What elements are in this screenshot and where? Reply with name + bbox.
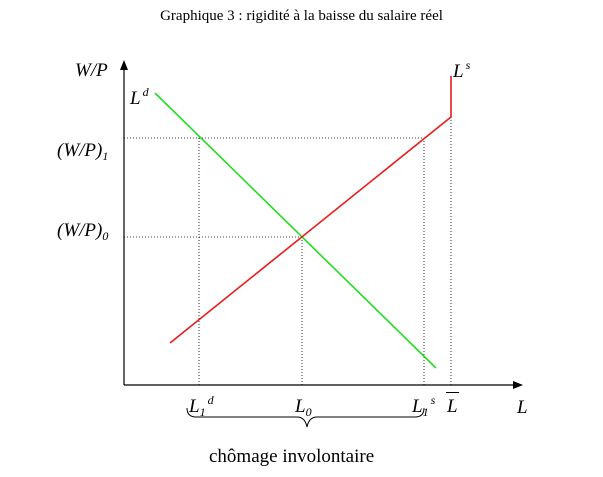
x-tick-l0: L0: [295, 396, 312, 419]
y-tick-wp0: (W/P)0: [57, 220, 109, 243]
x-axis-label: L: [517, 397, 528, 418]
x-tick-lbar: L: [446, 392, 459, 417]
x-axis-arrow: [513, 381, 523, 389]
graph-title: Graphique 3 : rigidité à la baisse du sa…: [160, 8, 443, 24]
y-axis-arrow: [120, 60, 128, 70]
guide-lines: [124, 117, 452, 385]
x-tick-l1s: L1s: [412, 393, 436, 419]
unemployment-brace: [186, 407, 425, 428]
supply-curve: [169, 76, 452, 344]
x-tick-l1d: L1d: [189, 393, 214, 419]
demand-curve: [154, 92, 437, 369]
brace-label: chômage involontaire: [209, 446, 375, 467]
y-tick-wp1: (W/P)1: [57, 140, 109, 163]
y-axis-label: W/P: [75, 60, 108, 81]
